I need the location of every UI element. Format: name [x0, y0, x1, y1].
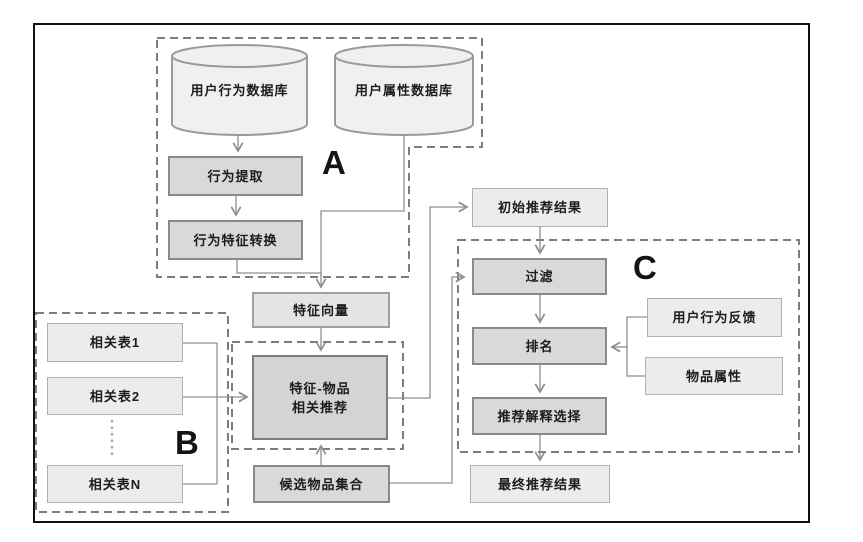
node-filter-label: 过滤: [525, 269, 554, 284]
node-behavior-feature-transform: 行为特征转换: [168, 220, 303, 260]
section-b-label: B: [175, 424, 199, 461]
node-initial-result: 初始推荐结果: [472, 188, 608, 227]
node-initial-result-label: 初始推荐结果: [497, 200, 582, 215]
node-user-behavior-feedback: 用户行为反馈: [647, 298, 782, 337]
node-feature-vector: 特征向量: [252, 292, 390, 328]
section-a-label: A: [322, 144, 346, 181]
section-b-region: [35, 312, 229, 513]
node-feature-item-recommendation: 特征-物品 相关推荐: [252, 355, 388, 440]
edge-attributedb-to-featurevector: [321, 135, 405, 287]
node-related-table-2: 相关表2: [47, 377, 183, 415]
node-ranking-label: 排名: [525, 338, 554, 354]
node-explanation-selection: 推荐解释选择: [472, 397, 607, 435]
node-behavior-feature-transform-label: 行为特征转换: [193, 232, 278, 248]
node-final-result-label: 最终推荐结果: [497, 476, 582, 492]
node-user-behavior-feedback-label: 用户行为反馈: [672, 310, 757, 325]
node-user-behavior-db-label: 用户行为数据库: [190, 82, 289, 98]
section-a-region: [156, 37, 483, 278]
node-feature-vector-label: 特征向量: [292, 302, 349, 318]
node-item-attributes-label: 物品属性: [685, 368, 742, 384]
node-related-table-1: 相关表1: [47, 323, 183, 362]
section-c-region: [457, 239, 800, 453]
node-feature-item-label-line2: 相关推荐: [291, 399, 348, 415]
node-explanation-selection-label: 推荐解释选择: [497, 408, 582, 424]
node-related-table-n: 相关表N: [47, 465, 183, 503]
user-attribute-db-cylinder-top: [334, 44, 474, 68]
node-behavior-extraction: 行为提取: [168, 156, 303, 196]
edge-transform-join: [236, 260, 321, 274]
edge-tables-bus: [183, 342, 218, 485]
node-filter: 过滤: [472, 258, 607, 295]
node-item-attributes: 物品属性: [645, 357, 783, 395]
section-c-label: C: [633, 249, 657, 286]
node-related-table-1-label: 相关表1: [89, 335, 141, 350]
node-ranking: 排名: [472, 327, 607, 365]
node-candidate-item-set-label: 候选物品集合: [279, 476, 364, 492]
edge-feedback-bus: [626, 316, 647, 377]
node-related-table-n-label: 相关表N: [88, 476, 142, 492]
edge-featureitem-to-initialresult: [388, 207, 467, 399]
node-behavior-extraction-label: 行为提取: [207, 168, 264, 184]
edge-candidate-to-filter: [390, 277, 464, 484]
user-behavior-db-cylinder: [171, 56, 308, 136]
node-final-result: 最终推荐结果: [470, 465, 610, 503]
user-behavior-db-cylinder-top: [171, 44, 308, 68]
node-candidate-item-set: 候选物品集合: [253, 465, 390, 503]
node-related-table-2-label: 相关表2: [89, 388, 141, 404]
node-user-attribute-db-label: 用户属性数据库: [354, 82, 453, 98]
node-feature-item-label-line1: 特征-物品: [289, 380, 351, 396]
